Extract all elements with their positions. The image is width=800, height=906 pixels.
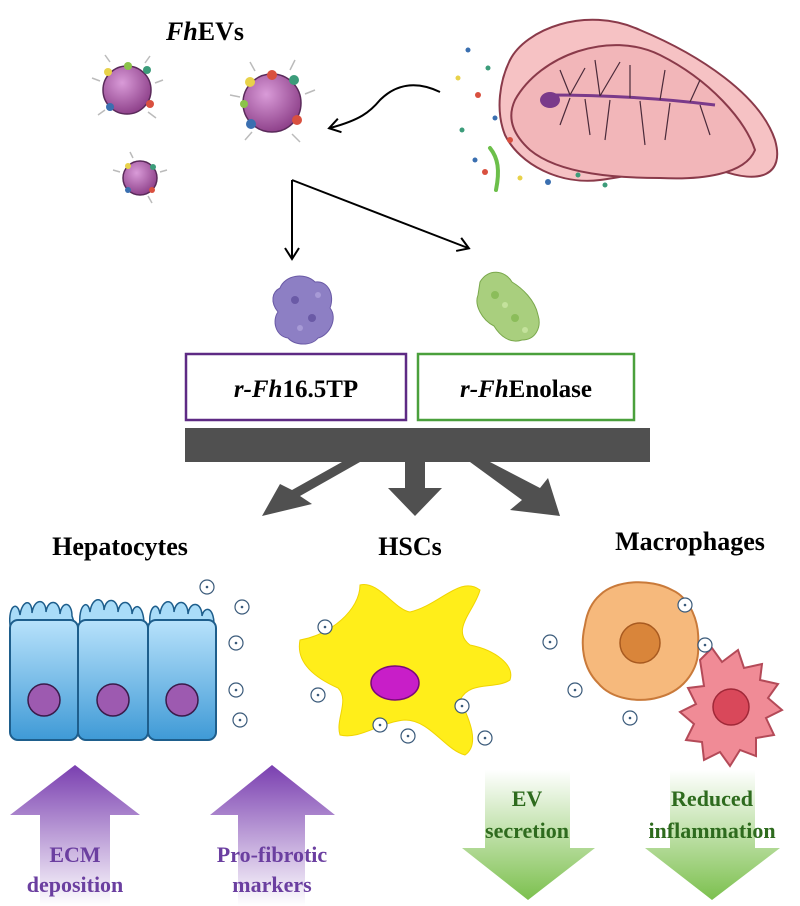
fh16-protein-blob — [272, 275, 334, 345]
hepatocytes-label: Hepatocytes — [52, 532, 188, 561]
profibrotic-label-line1: Pro-fibrotic — [217, 842, 328, 867]
ev-secretion-down-arrow — [462, 770, 595, 900]
vesicle-small — [112, 151, 168, 204]
macrophage-red — [678, 646, 784, 768]
inflammation-label-line2: inflammation — [648, 818, 775, 843]
release-arrow — [327, 84, 441, 134]
enolase-protein-blob — [476, 271, 540, 342]
released-particles — [455, 47, 608, 192]
small-vesicles — [199, 579, 713, 746]
macrophages-label: Macrophages — [615, 527, 765, 556]
hscs-label: HSCs — [378, 532, 442, 561]
ecm-label-line1: ECM — [49, 842, 101, 867]
enolase-label: r-FhEnolase — [460, 376, 592, 403]
inflammation-down-arrow — [645, 770, 780, 900]
profibrotic-label-line2: markers — [232, 872, 312, 897]
enolase-label-box — [416, 352, 636, 422]
arrow-to-enolase — [291, 179, 471, 252]
fhevs-title: FhEVs — [165, 17, 244, 46]
fasciola-fluke — [498, 18, 779, 182]
ev-secretion-label-line1: EV — [512, 786, 543, 811]
fh16-label: r-Fh16.5TP — [234, 376, 358, 403]
profibrotic-up-arrow — [210, 765, 335, 906]
macrophage-orange — [581, 581, 700, 701]
vesicle-large-2 — [229, 59, 316, 143]
ecm-label-line2: deposition — [27, 872, 124, 897]
inflammation-label-line1: Reduced — [671, 786, 753, 811]
ecm-up-arrow — [10, 765, 140, 906]
fh16-label-box — [184, 352, 408, 422]
ev-secretion-label-line2: secretion — [485, 818, 569, 843]
vesicle-large-1 — [91, 54, 164, 119]
distribution-bar — [185, 428, 650, 516]
hepatocytes-illustration — [9, 599, 217, 741]
